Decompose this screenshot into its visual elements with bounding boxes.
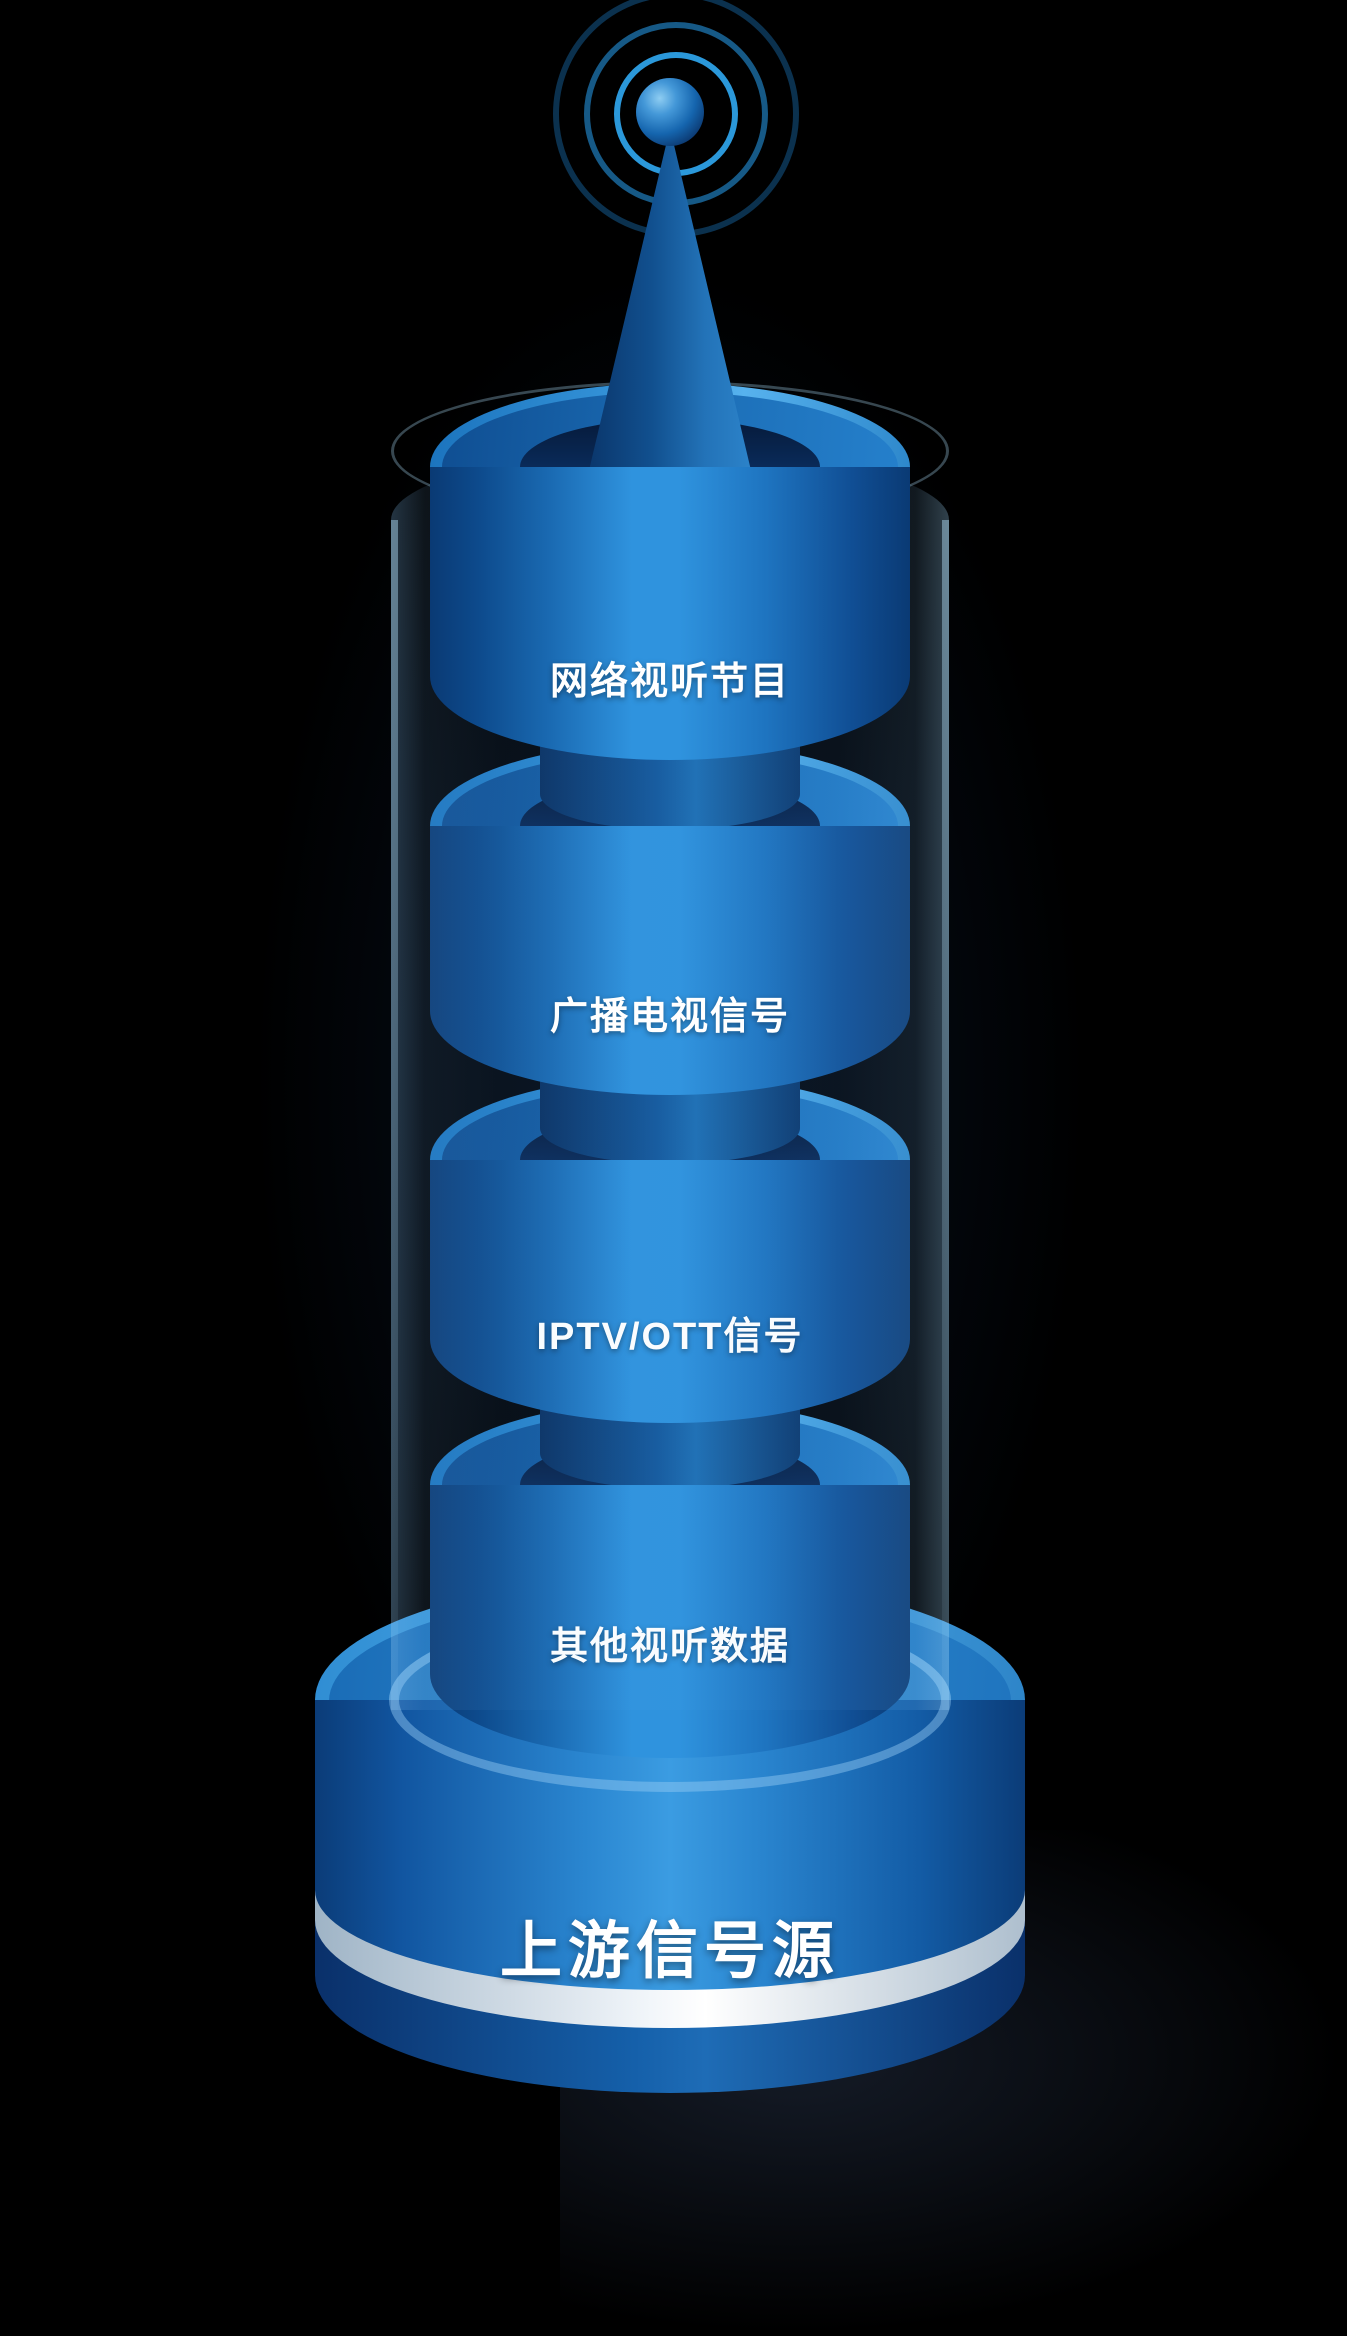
antenna-ball <box>636 78 704 146</box>
segment-body <box>430 1485 910 1758</box>
base-label: 上游信号源 <box>499 1917 840 1986</box>
segment-label: 网络视听节目 <box>549 661 790 703</box>
segment-body <box>430 826 910 1095</box>
segment-label: 其他视听数据 <box>549 1626 790 1668</box>
segment-body <box>430 1160 910 1423</box>
segment-body <box>430 467 910 760</box>
segment-label: IPTV/OTT信号 <box>536 1316 804 1358</box>
segment-label: 广播电视信号 <box>549 996 790 1038</box>
